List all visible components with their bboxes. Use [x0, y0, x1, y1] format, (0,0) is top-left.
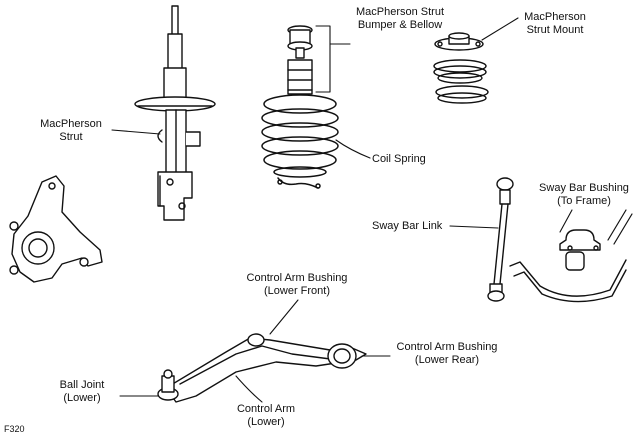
label-ca-bushing-front-line1: Control Arm Bushing — [246, 272, 348, 284]
leader-lines — [111, 17, 573, 403]
label-control-arm: Control Arm (Lower) — [226, 403, 306, 429]
label-ca-bushing-front-line2: (Lower Front) — [263, 285, 331, 297]
label-sway-bar-bushing-line2: (To Frame) — [557, 195, 611, 207]
label-ca-bushing-front: Control Arm Bushing (Lower Front) — [232, 272, 362, 298]
label-ball-joint-line2: (Lower) — [63, 392, 101, 404]
figure-code: F320 — [4, 424, 25, 434]
strut-mount-drawing — [433, 32, 489, 104]
label-ca-bushing-rear-line2: (Lower Rear) — [414, 354, 480, 366]
label-bumper-bellow: MacPherson Strut Bumper & Bellow — [340, 6, 460, 32]
label-ca-bushing-rear-line1: Control Arm Bushing — [396, 341, 498, 353]
steering-knuckle-drawing — [9, 175, 103, 283]
label-sway-bar-link: Sway Bar Link — [372, 220, 443, 232]
label-bumper-bellow-line2: Bumper & Bellow — [357, 19, 443, 31]
sway-bar-drawing — [509, 209, 633, 303]
label-coil-spring: Coil Spring — [372, 153, 426, 165]
label-macpherson-strut: MacPherson Strut — [30, 118, 112, 144]
label-macpherson-strut-line1: MacPherson — [40, 118, 102, 130]
label-strut-mount-line1: MacPherson — [524, 11, 586, 23]
macpherson-strut-drawing — [134, 5, 216, 221]
label-ball-joint: Ball Joint (Lower) — [44, 379, 120, 405]
label-ball-joint-line1: Ball Joint — [59, 379, 105, 391]
label-macpherson-strut-line2: Strut — [59, 131, 83, 143]
label-bumper-bellow-line1: MacPherson Strut — [355, 6, 445, 18]
sway-bar-link-drawing — [487, 177, 514, 302]
control-arm-drawing — [157, 333, 367, 403]
label-strut-mount: MacPherson Strut Mount — [514, 11, 596, 37]
label-ca-bushing-rear: Control Arm Bushing (Lower Rear) — [382, 341, 512, 367]
label-strut-mount-line2: Strut Mount — [526, 24, 584, 36]
label-sway-bar-bushing-line1: Sway Bar Bushing — [539, 182, 629, 194]
label-sway-bar-bushing: Sway Bar Bushing (To Frame) — [532, 182, 636, 208]
label-control-arm-line2: (Lower) — [247, 416, 285, 428]
label-control-arm-line1: Control Arm — [236, 403, 296, 415]
coil-spring-drawing — [261, 94, 339, 189]
bumper-bellow-drawing — [287, 25, 313, 95]
